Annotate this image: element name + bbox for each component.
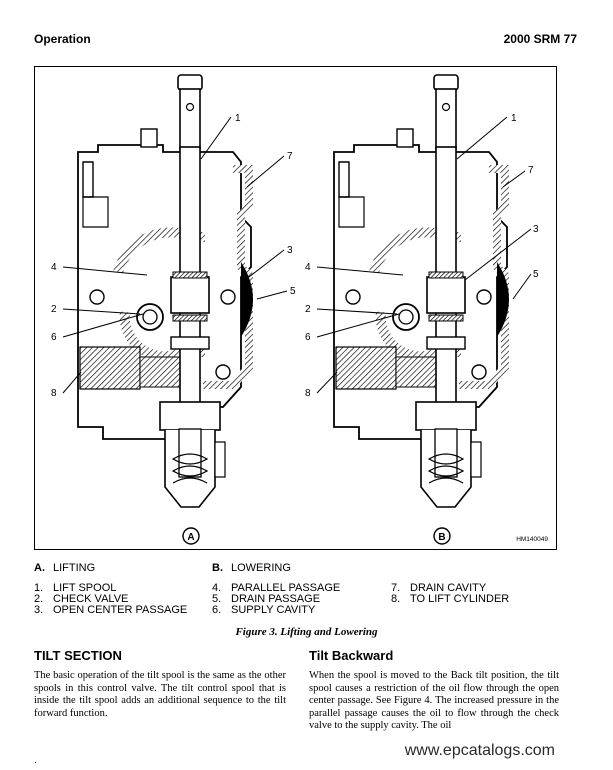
legend-item: 7.DRAIN CAVITY xyxy=(391,582,487,594)
legend-item: 5.DRAIN PASSAGE xyxy=(212,593,321,605)
callout-7-a: 7 xyxy=(287,151,293,162)
panel-label-a: A xyxy=(187,532,194,543)
legend-column-2: 4.PARALLEL PASSAGE 5.DRAIN PASSAGE 6.SUP… xyxy=(212,583,340,616)
figure-caption: Figure 3. Lifting and Lowering xyxy=(235,626,378,638)
figure-id: HM140049 xyxy=(516,536,548,543)
figure-frame: 1 7 3 5 4 2 6 8 1 7 3 5 4 2 6 xyxy=(34,66,557,550)
legend-panel-b: B.LOWERING xyxy=(212,562,291,574)
legend-item: 6.SUPPLY CAVITY xyxy=(212,604,316,616)
callout-2-a: 2 xyxy=(51,304,57,315)
legend-column-1: 1.LIFT SPOOL 2.CHECK VALVE 3.OPEN CENTER… xyxy=(34,583,187,616)
legend-item: 4.PARALLEL PASSAGE xyxy=(212,582,341,594)
valve-diagram: 1 7 3 5 4 2 6 8 1 7 3 5 4 2 6 xyxy=(51,67,539,545)
legend-item: 2.CHECK VALVE xyxy=(34,593,129,605)
callout-1-a: 1 xyxy=(235,113,241,124)
watermark: www.epcatalogs.com xyxy=(404,742,555,759)
legend-column-3: 7.DRAIN CAVITY 8.TO LIFT CYLINDER xyxy=(391,583,509,605)
callout-6-a: 6 xyxy=(51,332,57,343)
callout-lines-a xyxy=(62,116,288,394)
callout-8-b: 8 xyxy=(305,388,311,399)
callout-3-a: 3 xyxy=(287,245,293,256)
tilt-section-heading: TILT SECTION xyxy=(34,648,122,663)
callout-5-b: 5 xyxy=(533,269,539,280)
legend-item: 3.OPEN CENTER PASSAGE xyxy=(34,604,188,616)
legend-panel-a: A.LIFTING xyxy=(34,562,96,574)
callout-4-b: 4 xyxy=(305,262,311,273)
callout-1-b: 1 xyxy=(511,113,517,124)
tilt-section-body: The basic operation of the tilt spool is… xyxy=(34,670,286,719)
callout-lines-b xyxy=(316,116,532,394)
callout-2-b: 2 xyxy=(305,304,311,315)
panel-label-b: B xyxy=(438,532,445,543)
callout-8-a: 8 xyxy=(51,388,57,399)
section-header: Operation xyxy=(34,32,91,46)
callout-5-a: 5 xyxy=(290,286,296,297)
callout-3-b: 3 xyxy=(533,224,539,235)
tilt-backward-body: When the spool is moved to the Back tilt… xyxy=(309,670,559,732)
callout-6-b: 6 xyxy=(305,332,311,343)
tilt-backward-heading: Tilt Backward xyxy=(309,648,394,663)
callout-7-b: 7 xyxy=(528,165,534,176)
legend-item: 1.LIFT SPOOL xyxy=(34,582,117,594)
callout-4-a: 4 xyxy=(51,262,57,273)
manual-number: 2000 SRM 77 xyxy=(503,32,577,46)
page-mark: · xyxy=(34,757,38,768)
legend-item: 8.TO LIFT CYLINDER xyxy=(391,593,510,605)
